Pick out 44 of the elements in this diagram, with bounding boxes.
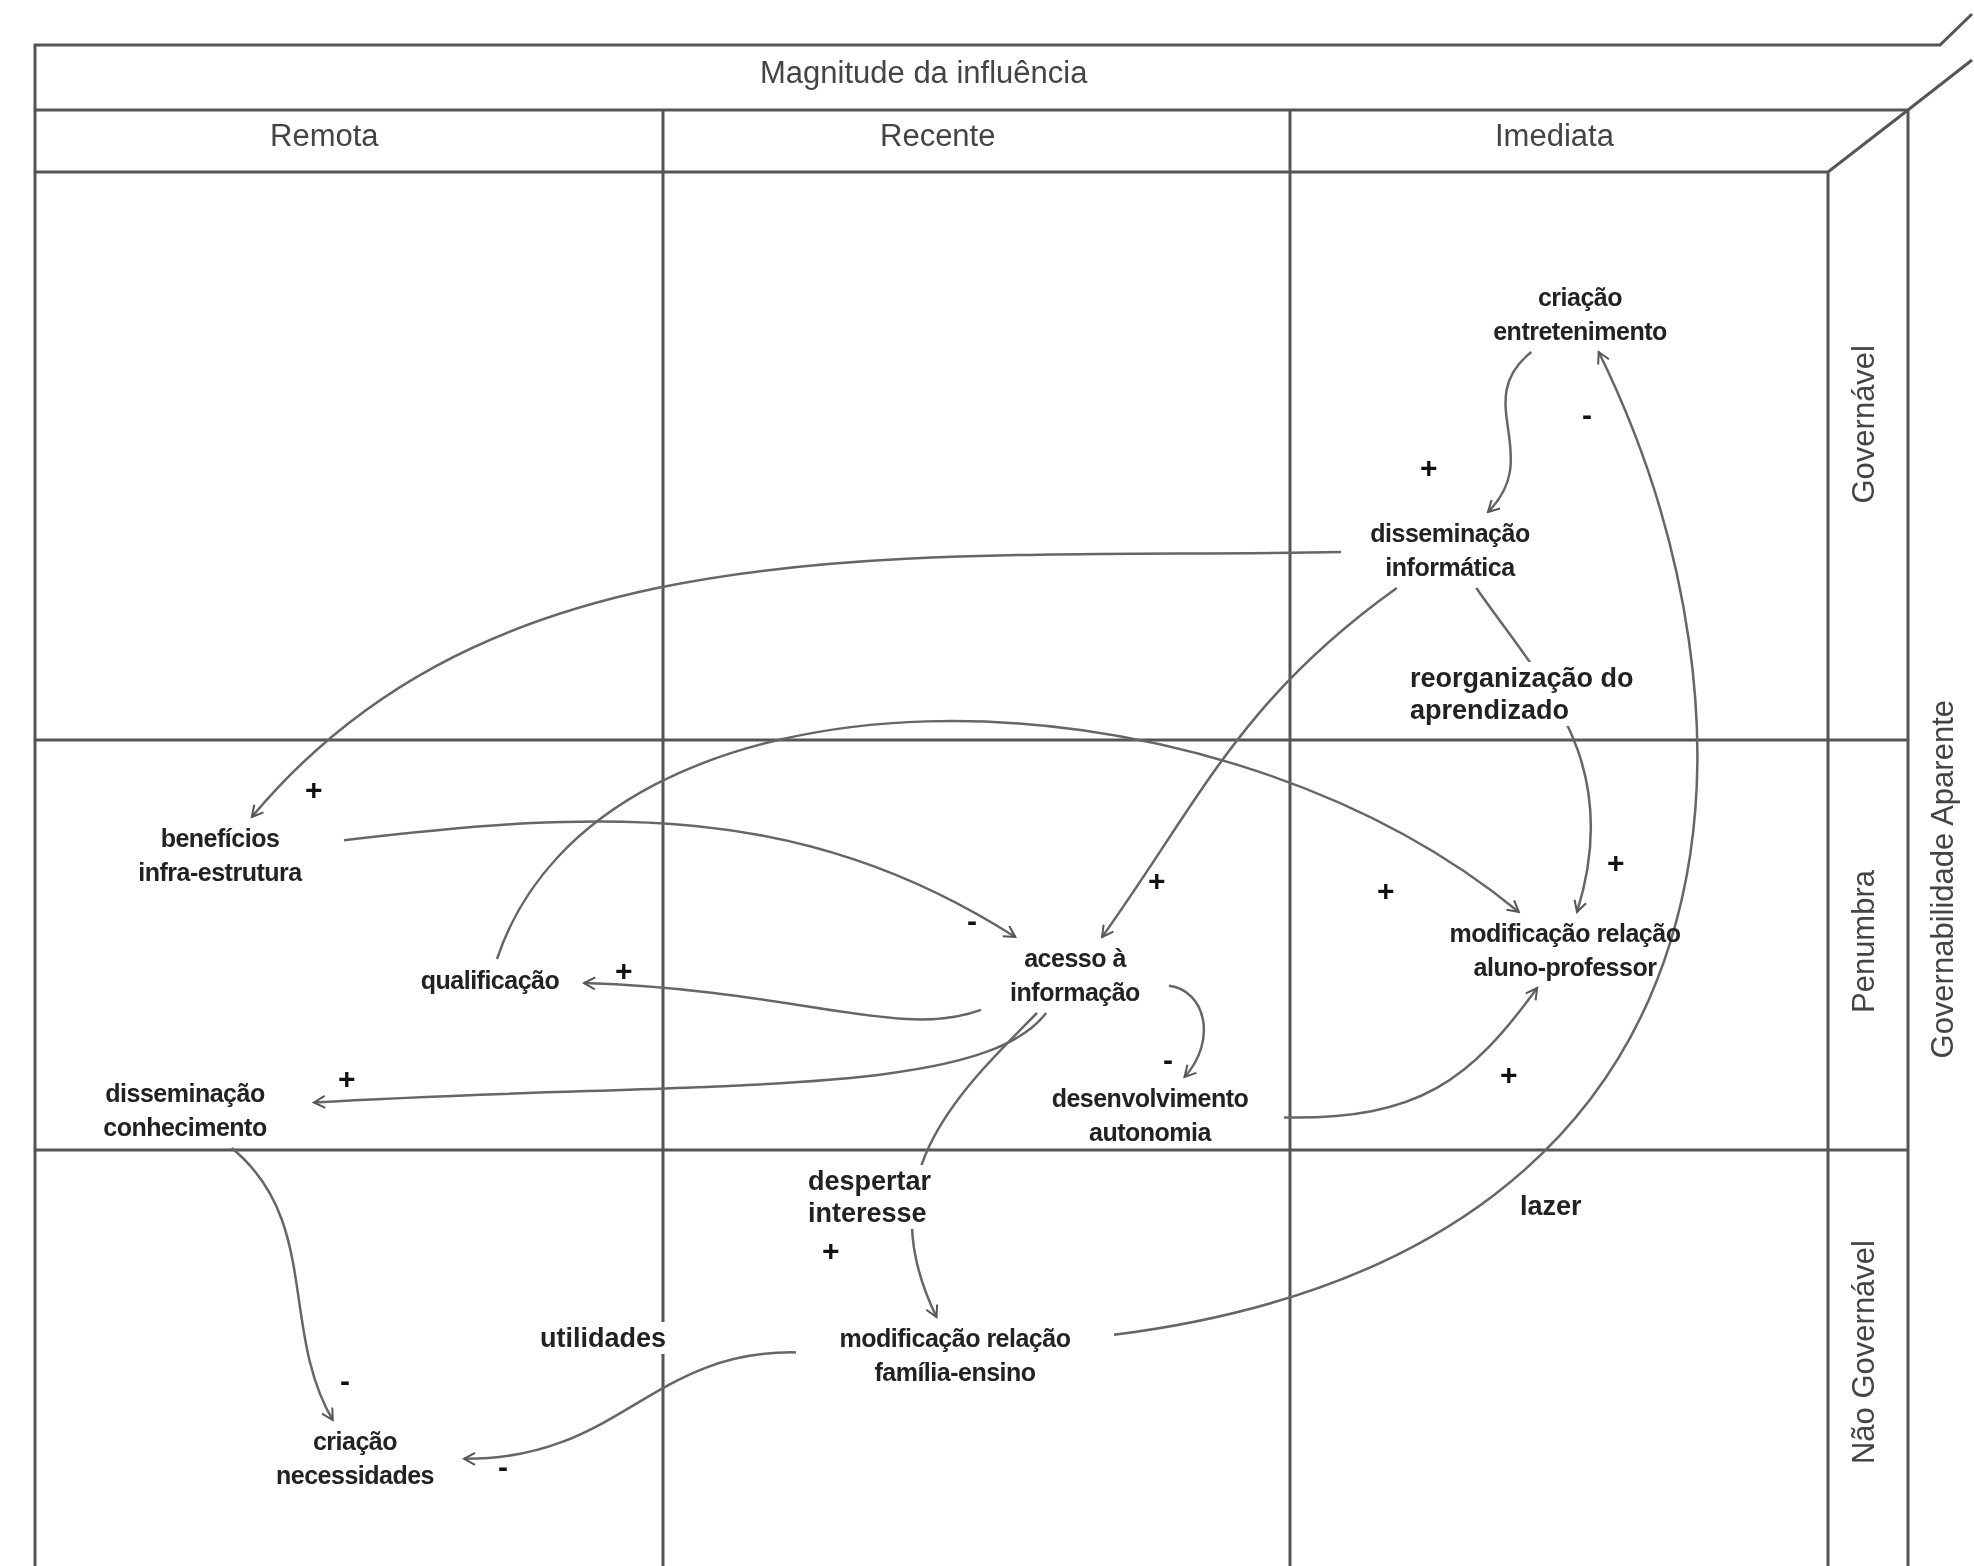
row-header: Penumbra [1846, 870, 1882, 1014]
arrow [313, 1012, 1047, 1109]
table-title: Magnitude da influência [760, 55, 1088, 91]
column-header: Remota [270, 118, 379, 154]
arrow [250, 550, 1341, 818]
polarity-sign: + [1607, 848, 1625, 878]
polarity-sign: - [967, 906, 977, 936]
row-header: Não Governável [1846, 1240, 1882, 1464]
arrow [1101, 587, 1398, 938]
polarity-sign: + [305, 775, 323, 805]
edge-label: utilidades [540, 1322, 667, 1354]
variable-label: criação entretenimento [1480, 280, 1680, 348]
polarity-sign: - [340, 1366, 350, 1396]
variable-label: qualificação [400, 963, 580, 997]
polarity-sign: - [498, 1452, 508, 1482]
column-header: Recente [880, 118, 996, 154]
arrow [230, 1147, 335, 1421]
polarity-sign: - [1163, 1045, 1173, 1075]
polarity-sign: + [338, 1064, 356, 1094]
arrow [343, 820, 1017, 939]
arrow [1113, 351, 1699, 1337]
arrow [495, 720, 1520, 960]
polarity-sign: + [822, 1236, 840, 1266]
variable-label: disseminação conhecimento [60, 1076, 310, 1144]
variable-label: disseminação informática [1345, 516, 1555, 584]
variable-label: desenvolvimento autonomia [1020, 1081, 1280, 1149]
polarity-sign: + [1148, 866, 1166, 896]
arrow [463, 1351, 797, 1466]
axis-title: Governabilidade Aparente [1925, 700, 1961, 1059]
arrow [1168, 984, 1206, 1078]
arrow [583, 976, 982, 1021]
polarity-sign: + [615, 956, 633, 986]
variable-label: acesso à informação [985, 941, 1165, 1009]
variable-label: modificação relação família-ensino [800, 1321, 1110, 1389]
arrow [1284, 987, 1539, 1119]
row-header: Governável [1846, 345, 1882, 504]
variable-label: criação necessidades [250, 1424, 460, 1492]
polarity-sign: + [1500, 1060, 1518, 1090]
polarity-sign: + [1420, 453, 1438, 483]
polarity-sign: + [1377, 876, 1395, 906]
column-header: Imediata [1495, 118, 1614, 154]
variable-label: benefícios infra-estrutura [100, 821, 340, 889]
arrow [1487, 351, 1533, 513]
polarity-sign: - [1582, 400, 1592, 430]
